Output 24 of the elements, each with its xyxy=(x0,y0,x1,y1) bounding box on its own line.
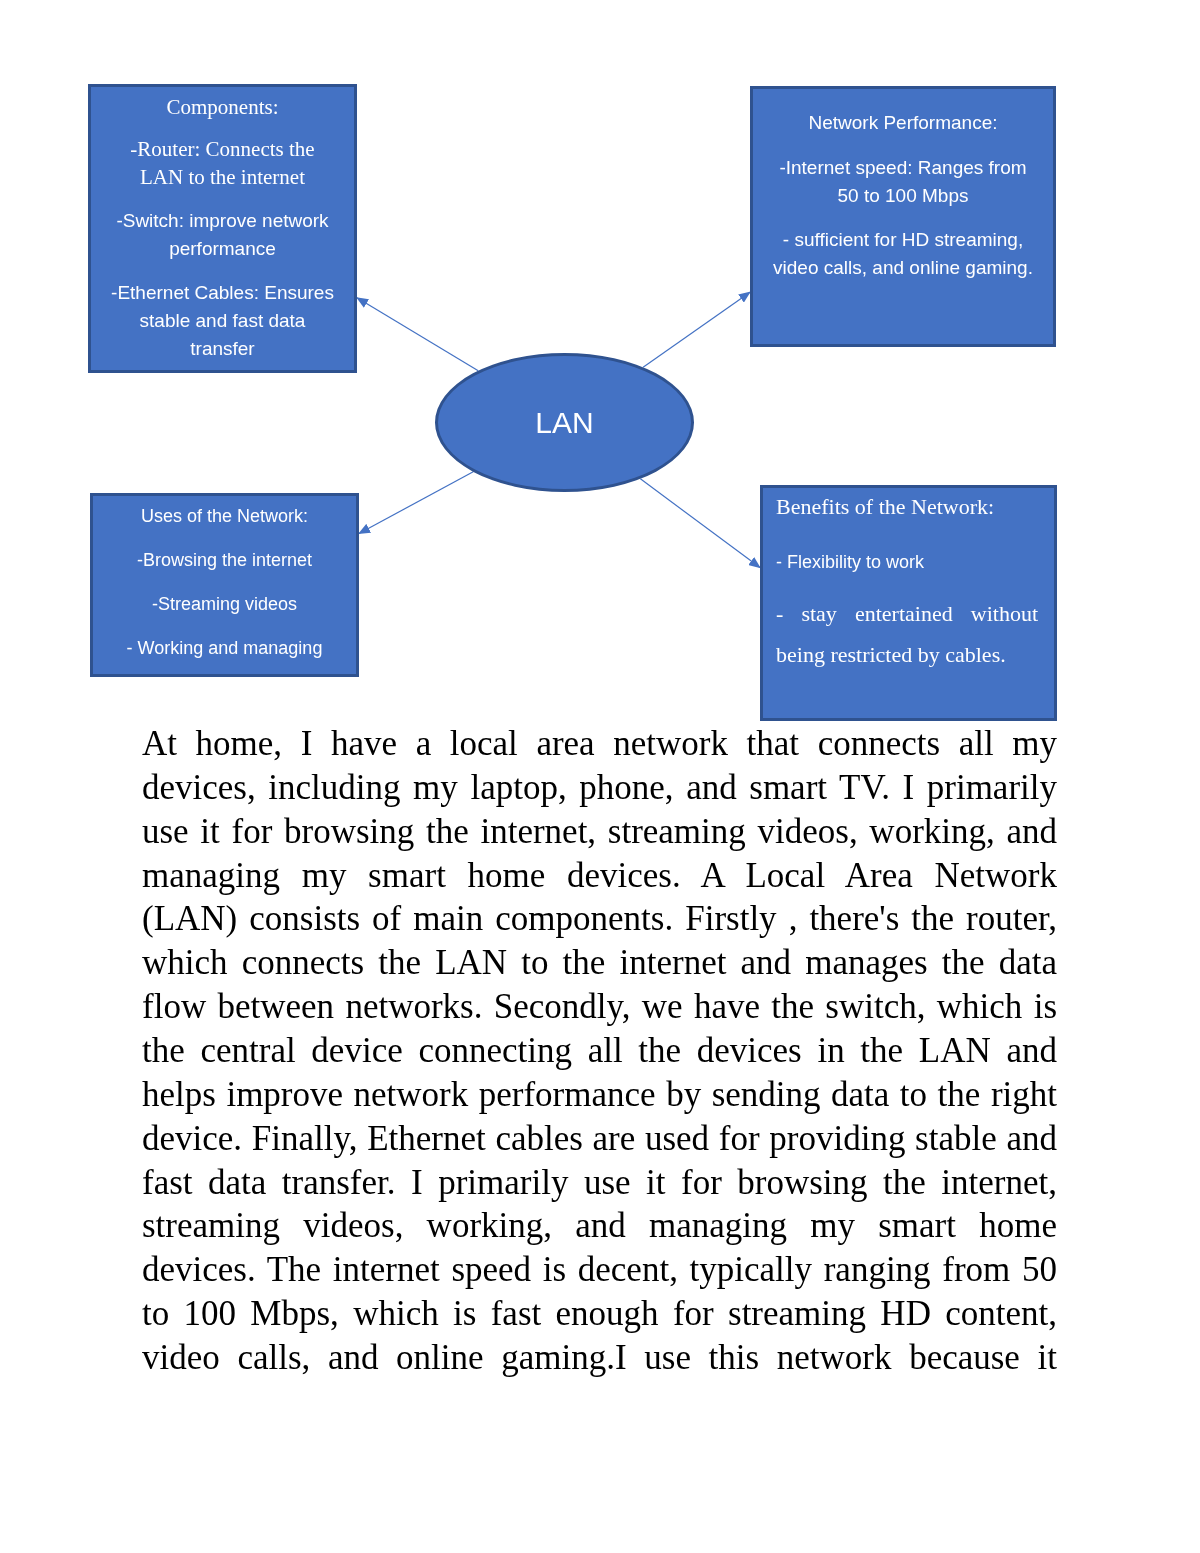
topic-box xyxy=(760,485,1057,721)
topic-box xyxy=(90,493,359,677)
box-heading: Benefits of the Network: xyxy=(776,493,996,521)
topic-box xyxy=(88,84,357,373)
body-paragraph: At home, I have a local area network that connects all my devices, including my laptop, phone, and smart TV. I primarily use it for browsing the internet, streaming videos, working, and managing my smart home devices. A Local Area Network (LAN) consists of main components. Firstly , there's the router, which connects the LAN to the internet and manages the data flow between networks. Secondly, we have the switch, which is the central device connecting all the devices in the LAN and helps improve network performance by sending data to the right device. Finally, Ethernet cables are used for providing stable and fast data transfer. I primarily use it for browsing the internet, streaming videos, working, and managing my smart home devices. The internet speed is decent, typically ranging from 50 to 100 Mbps, which is fast enough for streaming HD content, video calls, and online gaming.I use this network because it xyxy=(142,723,1057,1380)
topic-box xyxy=(750,86,1056,347)
arrow xyxy=(358,471,474,535)
box-text: - sufficient for HD streaming, video calls, and online gaming. xyxy=(772,228,1034,280)
arrow xyxy=(639,478,761,569)
box-heading: Components: xyxy=(165,94,280,121)
box-text: - stay entertained without being restricted by cables. xyxy=(776,600,1038,669)
box-text: -Browsing the internet xyxy=(135,549,314,572)
box-heading: Uses of the Network: xyxy=(139,505,310,528)
box-text: - Flexibility to work xyxy=(776,551,926,574)
ellipse-label: LAN xyxy=(535,404,594,441)
box-text: -Internet speed: Ranges from 50 to 100 Mbps xyxy=(778,156,1028,208)
box-text: - Working and managing xyxy=(125,637,324,660)
arrow xyxy=(642,291,751,368)
box-text: -Streaming videos xyxy=(150,593,299,616)
arrow xyxy=(356,297,479,372)
box-text: -Ethernet Cables: Ensures stable and fast data transfer xyxy=(110,281,335,361)
box-text: -Switch: improve network performance xyxy=(115,209,330,261)
box-heading: Network Performance: xyxy=(807,111,999,135)
box-text: -Router: Connects the LAN to the internet xyxy=(129,136,316,191)
